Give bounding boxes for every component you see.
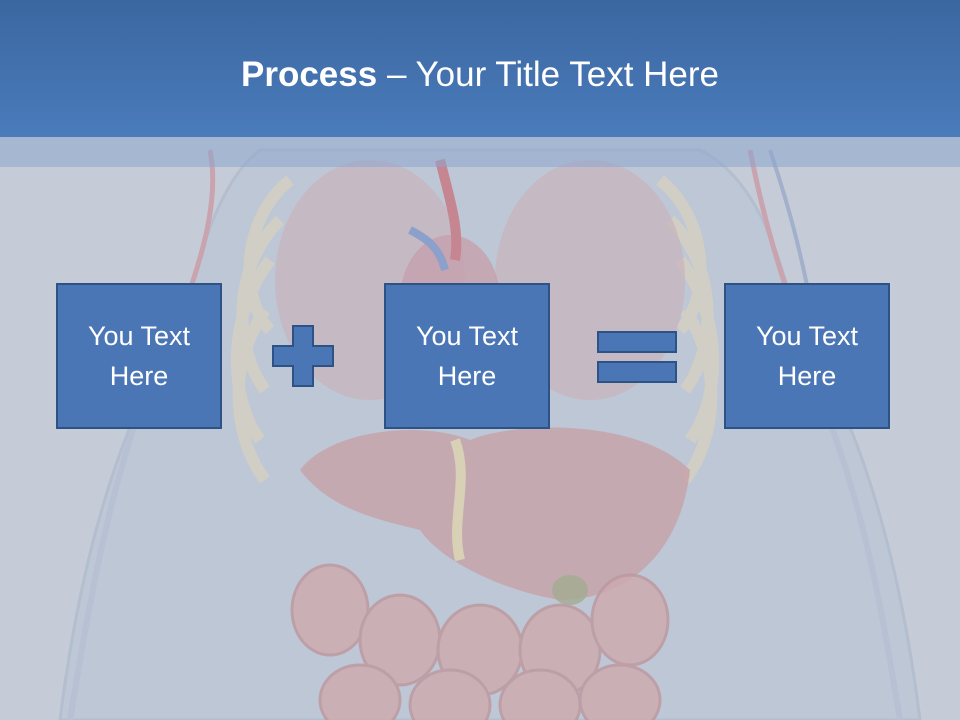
equals-icon: [597, 331, 677, 383]
process-box-1[interactable]: You Text Here: [56, 283, 222, 429]
title-bar: [0, 0, 960, 137]
process-box-2[interactable]: You Text Here: [384, 283, 550, 429]
process-box-3[interactable]: You Text Here: [724, 283, 890, 429]
title-rest: – Your Title Text Here: [377, 55, 719, 94]
title-strip: [0, 137, 960, 167]
title-bold: Process: [241, 55, 378, 94]
plus-icon: [272, 325, 334, 387]
slide-title: Process – Your Title Text Here: [0, 52, 960, 98]
